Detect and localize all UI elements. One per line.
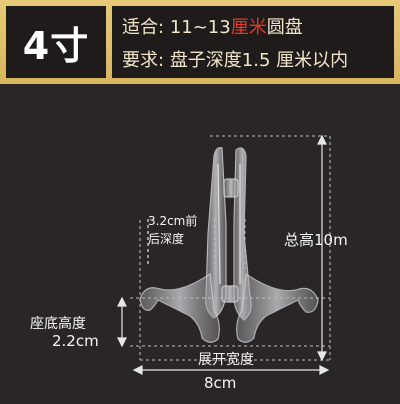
base-height-label: 座底高度 bbox=[30, 316, 86, 332]
plate-stand-illustration bbox=[117, 134, 331, 375]
total-height-annotation: 总高10m bbox=[284, 231, 348, 249]
product-photo: 3.2cm前 后深度 总高10m 座底高度 2.2cm 展开宽度 8cm bbox=[0, 84, 400, 400]
require-text: 盘子深度1.5 厘米以内 bbox=[169, 50, 349, 71]
base-height-value: 2.2cm bbox=[52, 332, 99, 350]
header-banner: 4寸 适合: 11~13厘米圆盘 要求: 盘子深度1.5 厘米以内 bbox=[0, 0, 400, 84]
stand-body bbox=[139, 147, 319, 343]
size-label: 4寸 bbox=[22, 23, 90, 68]
fit-line: 适合: 11~13厘米圆盘 bbox=[122, 13, 303, 39]
fit-unit: 厘米 bbox=[230, 17, 267, 38]
spread-width-value: 8cm bbox=[204, 374, 237, 392]
depth-annotation-line1: 3.2cm前 bbox=[148, 214, 198, 228]
spread-width-label: 展开宽度 bbox=[198, 352, 254, 368]
requirement-line: 要求: 盘子深度1.5 厘米以内 bbox=[122, 46, 348, 72]
dimension-arrows bbox=[117, 134, 330, 375]
fit-range: 11~13 bbox=[169, 17, 231, 38]
size-badge: 4寸 bbox=[6, 6, 106, 78]
require-label: 要求: bbox=[122, 50, 165, 71]
spec-box: 适合: 11~13厘米圆盘 要求: 盘子深度1.5 厘米以内 bbox=[112, 6, 394, 78]
fit-label: 适合: bbox=[122, 17, 165, 38]
depth-annotation-line2: 后深度 bbox=[148, 232, 185, 246]
dimension-guides bbox=[130, 135, 331, 361]
fit-item: 圆盘 bbox=[266, 17, 303, 38]
